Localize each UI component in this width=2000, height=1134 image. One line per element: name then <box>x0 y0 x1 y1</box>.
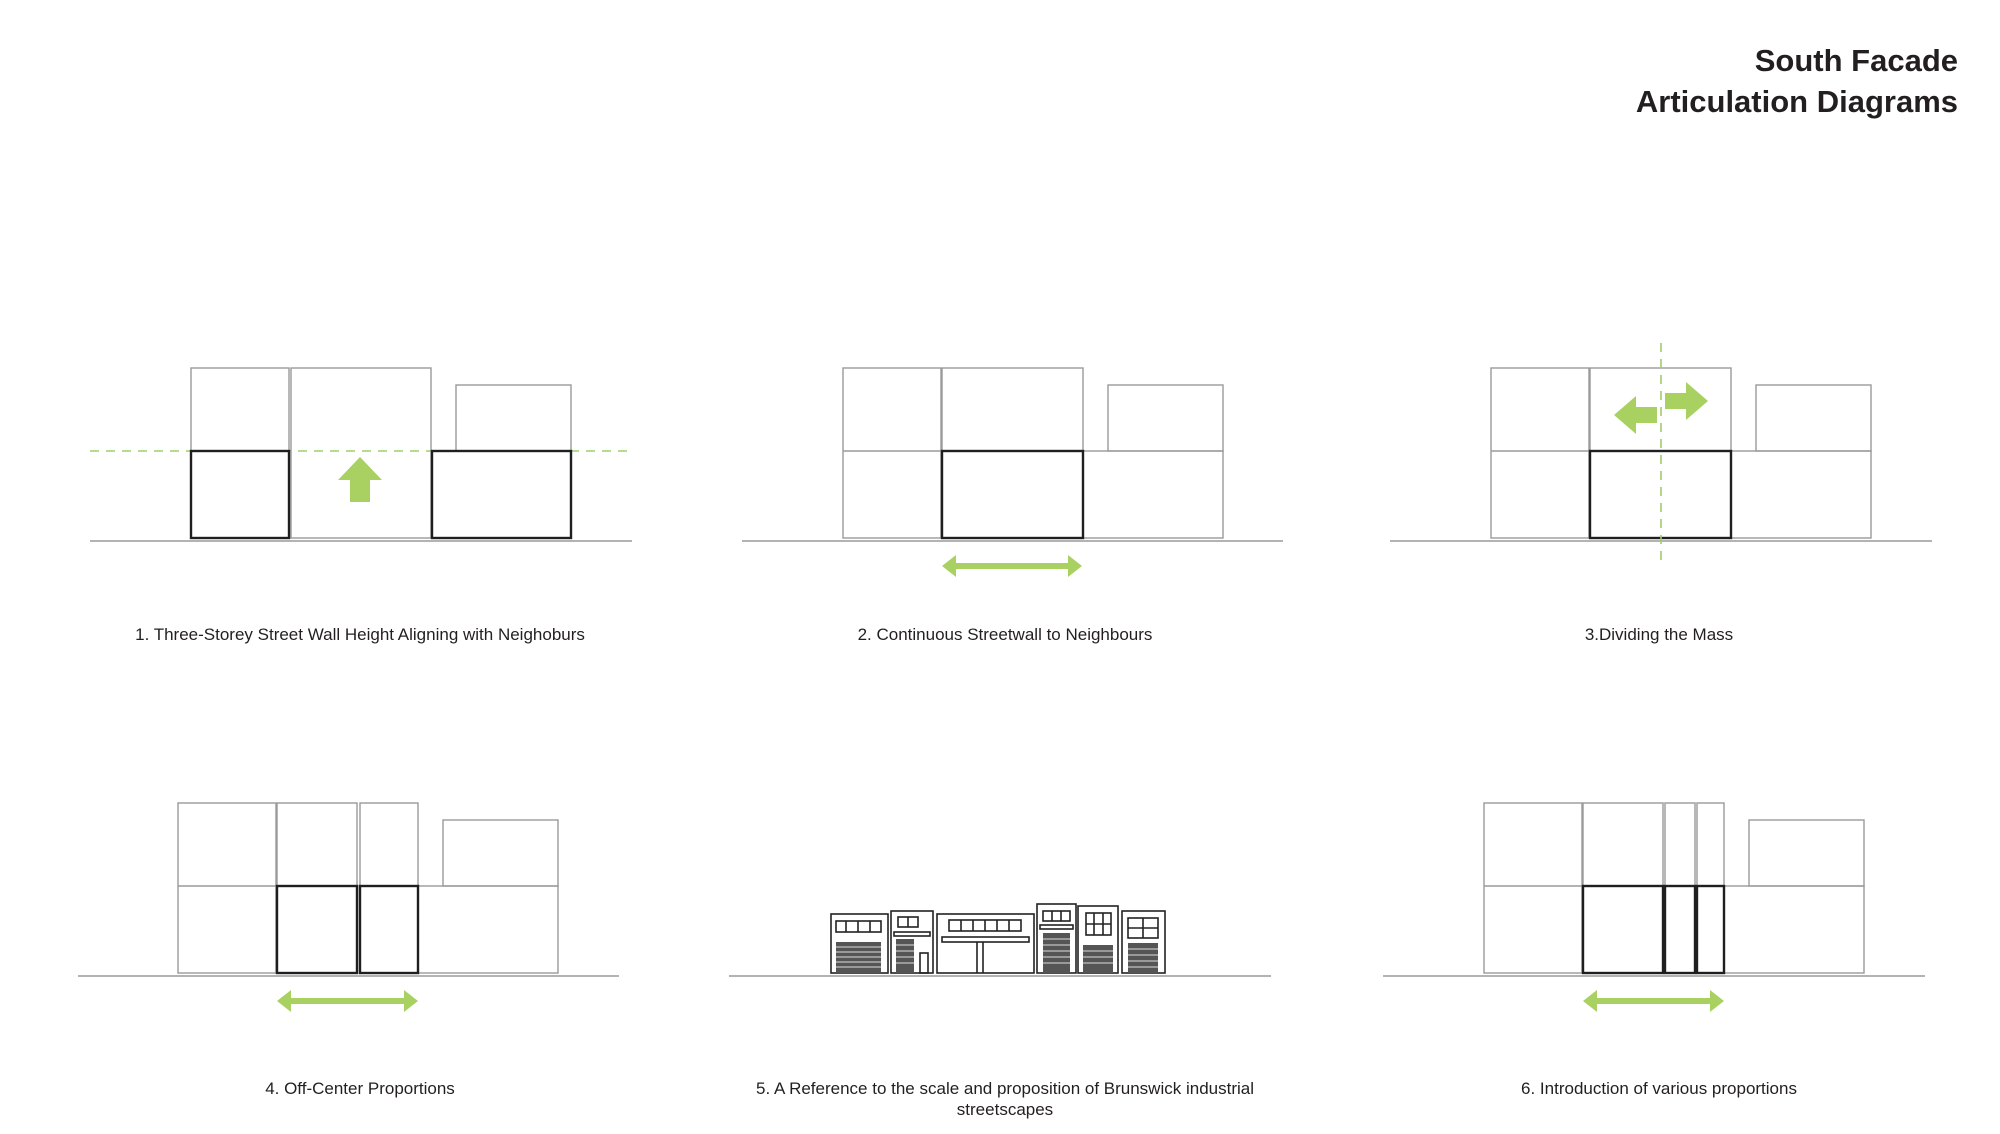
streetwall-block <box>940 449 1085 540</box>
bay-wide <box>275 884 359 975</box>
page-title: South Facade Articulation Diagrams <box>1636 40 1958 122</box>
caption-1: 1. Three-Storey Street Wall Height Align… <box>135 625 585 644</box>
diagram-6 <box>1383 802 1925 1012</box>
bay-narrow-a <box>1663 884 1697 975</box>
bay-wide <box>1581 884 1665 975</box>
neighbour-right-lower <box>1730 450 1872 539</box>
bay-narrow-b <box>1695 884 1726 975</box>
upper-block-b <box>359 802 419 887</box>
neighbour-right-upper <box>1748 819 1865 887</box>
upper-block-left <box>190 367 290 452</box>
horizontal-arrow-icon <box>1583 990 1724 1012</box>
upper-block-right <box>455 384 572 452</box>
upper-block <box>941 367 1084 452</box>
up-arrow-icon <box>338 457 382 502</box>
caption-4: 4. Off-Center Proportions <box>265 1079 455 1098</box>
caption-2: 2. Continuous Streetwall to Neighbours <box>857 625 1153 644</box>
neighbour-right-upper <box>1107 384 1224 452</box>
horizontal-arrow-icon <box>277 990 418 1012</box>
middle-block <box>290 367 432 539</box>
title-line-1: South Facade <box>1754 43 1958 78</box>
title-line-2: Articulation Diagrams <box>1635 84 1958 119</box>
neighbour-right-upper <box>1755 384 1872 452</box>
upper-block-b <box>1664 802 1696 887</box>
upper-block-a <box>1582 802 1664 887</box>
neighbour-left <box>842 367 942 539</box>
diagram-5 <box>729 903 1271 977</box>
diagram-4 <box>78 802 619 1012</box>
left-arrow-icon <box>1614 396 1657 434</box>
street-wall-right <box>430 449 573 540</box>
neighbour-right-lower <box>1082 450 1224 539</box>
neighbour-right-upper <box>442 819 559 887</box>
upper-block-a <box>276 802 358 887</box>
caption-5: 5. A Reference to the scale and proposit… <box>755 1079 1254 1119</box>
bay-narrow <box>358 884 420 975</box>
right-arrow-icon <box>1665 382 1708 420</box>
streetscape-elevation-icon <box>830 903 1166 974</box>
horizontal-arrow-icon <box>942 555 1082 577</box>
caption-3: 3.Dividing the Mass <box>1584 625 1734 644</box>
diagram-1 <box>90 367 632 542</box>
neighbour-left <box>1483 802 1583 974</box>
neighbour-right-lower <box>417 885 559 974</box>
upper-block-c <box>1696 802 1725 887</box>
neighbour-right-lower <box>1723 885 1865 974</box>
diagram-2 <box>742 367 1283 577</box>
neighbour-left <box>1490 367 1590 539</box>
diagram-3 <box>1390 343 1932 561</box>
street-wall-left <box>189 449 291 540</box>
neighbour-left <box>177 802 277 974</box>
caption-6: 6. Introduction of various proportions <box>1521 1079 1797 1098</box>
